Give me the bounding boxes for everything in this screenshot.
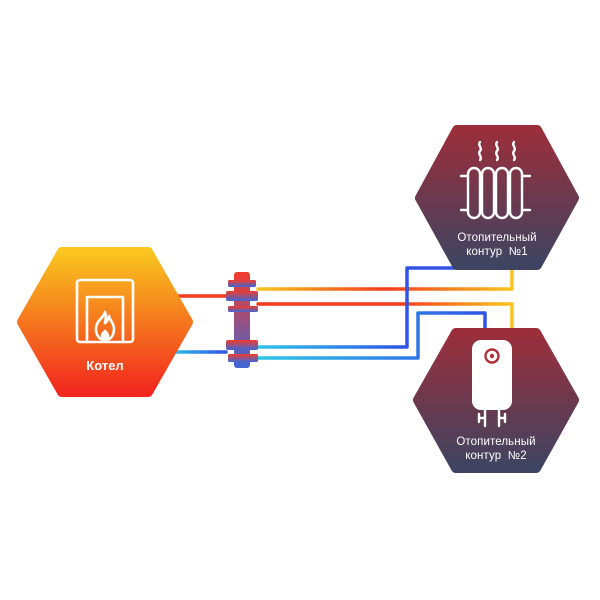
pipe-circuit2-supply: [256, 302, 514, 332]
circuit1-node: Отопительный контур №1: [415, 125, 579, 270]
circuit2-label-line1: Отопительный: [456, 436, 535, 448]
circuit2-label-line2: контур №2: [465, 450, 526, 462]
pipe-circuit1-return: [256, 311, 487, 360]
radiator-icon: [459, 140, 532, 220]
hydraulic-separator-icon: [226, 272, 258, 368]
boiler-node: Котел: [17, 247, 193, 397]
boiler-fire-icon: [75, 278, 135, 344]
circuit2-node: Отопительный контур №2: [413, 328, 579, 473]
circuit1-label-line1: Отопительный: [457, 232, 536, 244]
water-heater-icon: [472, 340, 512, 428]
circuit1-label-line2: контур №1: [466, 246, 527, 258]
boiler-label: Котел: [86, 358, 123, 373]
pipes: [168, 256, 514, 360]
